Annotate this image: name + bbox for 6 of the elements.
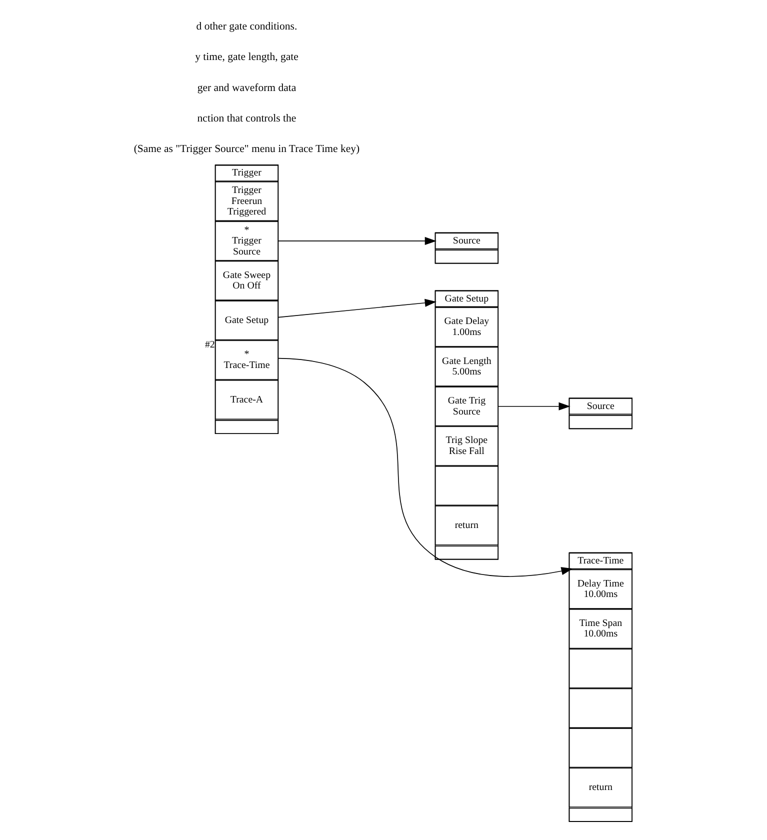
label: d other gate conditions. — [196, 20, 297, 33]
label: (Same as "Trigger Source" menu in Trace Time key) — [133, 142, 360, 155]
node-label: #2 — [204, 340, 214, 351]
label: y time, gate length, gate — [194, 51, 298, 64]
label: nction that controls the — [196, 112, 296, 124]
label: ger and waveform data — [196, 82, 296, 94]
